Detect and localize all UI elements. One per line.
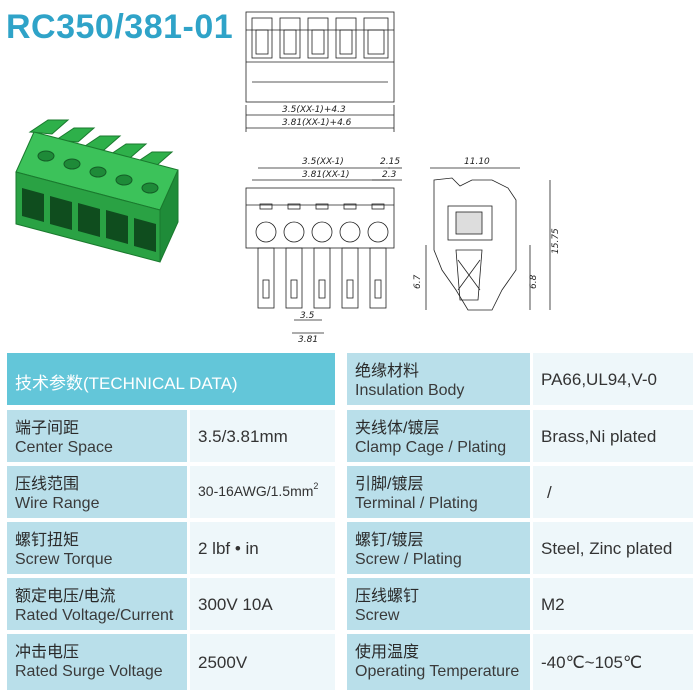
svg-text:2.3: 2.3 xyxy=(382,170,397,180)
row-value: 300V 10A xyxy=(190,578,335,630)
svg-text:3.5(XX-1)+4.3: 3.5(XX-1)+4.3 xyxy=(282,105,346,115)
row-value: Brass,Ni plated xyxy=(533,410,693,462)
row-value: 3.5/3.81mm xyxy=(190,410,335,462)
side-view-drawing: 11.10 15.75 6.8 6.7 xyxy=(413,157,561,311)
row-value: Steel, Zinc plated xyxy=(533,522,693,574)
table-header-label: 技术参数(TECHNICAL DATA) xyxy=(15,374,238,393)
row-value: -40℃~105℃ xyxy=(533,634,693,690)
svg-text:6.8: 6.8 xyxy=(529,274,539,289)
svg-text:3.81(XX-1)+4.6: 3.81(XX-1)+4.6 xyxy=(282,118,352,128)
product-image xyxy=(15,119,179,263)
svg-text:3.5: 3.5 xyxy=(300,311,315,321)
svg-text:15.75: 15.75 xyxy=(551,228,561,254)
table-header: 技术参数(TECHNICAL DATA) xyxy=(7,353,335,405)
technical-drawing: 3.5(XX-1)+4.3 3.81(XX-1)+4.6 3.5(XX-1) 3… xyxy=(245,11,402,345)
svg-text:6.7: 6.7 xyxy=(413,274,423,289)
svg-text:3.81(XX-1): 3.81(XX-1) xyxy=(302,170,350,180)
row-value: 2 lbf • in xyxy=(190,522,335,574)
row-value: PA66,UL94,V-0 xyxy=(533,353,693,405)
row-value: M2 xyxy=(533,578,693,630)
svg-text:3.81: 3.81 xyxy=(298,335,318,345)
row-value: 2500V xyxy=(190,634,335,690)
svg-text:2.15: 2.15 xyxy=(380,157,400,167)
row-value: 30-16AWG/1.5mm2 xyxy=(190,466,335,518)
product-title: RC350/381-01 xyxy=(6,8,234,46)
svg-text:3.5(XX-1): 3.5(XX-1) xyxy=(302,157,344,167)
svg-text:11.10: 11.10 xyxy=(464,157,490,167)
row-value: / xyxy=(533,466,693,518)
